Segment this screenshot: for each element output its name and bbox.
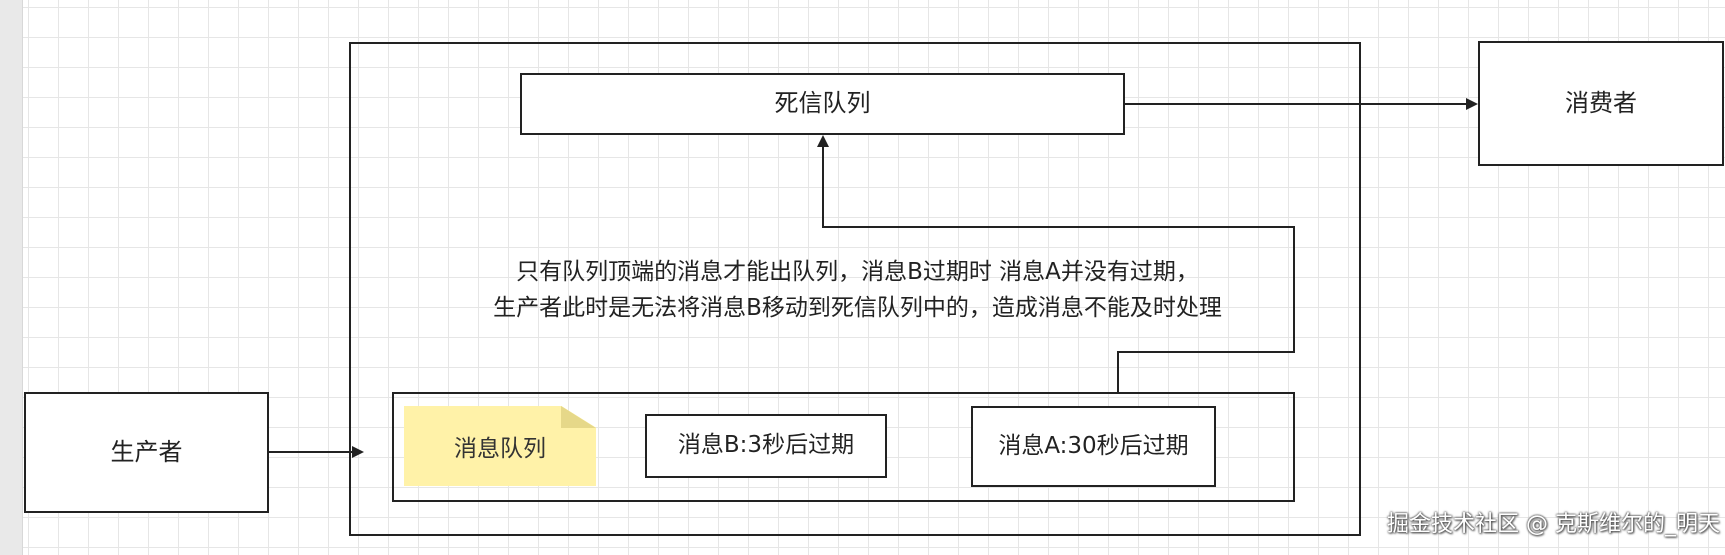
message-queue-box[interactable] — [392, 392, 1295, 502]
dead-letter-queue-node[interactable]: 死信队列 — [520, 73, 1125, 135]
consumer-node[interactable]: 消费者 — [1478, 41, 1724, 166]
explanation-text[interactable]: 只有队列顶端的消息才能出队列，消息B过期时 消息A并没有过期， 生产者此时是无法… — [420, 255, 1295, 326]
message-a-node[interactable]: 消息A:30秒后过期 — [971, 406, 1216, 487]
producer-node[interactable]: 生产者 — [24, 392, 269, 513]
explanation-line-1: 只有队列顶端的消息才能出队列，消息B过期时 消息A并没有过期， — [516, 259, 1199, 285]
system-container-box[interactable] — [349, 42, 1361, 536]
explanation-line-2: 生产者此时是无法将消息B移动到死信队列中的，造成消息不能及时处理 — [493, 294, 1222, 321]
edge-queue-to-dlq[interactable] — [817, 135, 1295, 392]
message-a-label: 消息A:30秒后过期 — [998, 432, 1189, 459]
producer-label: 生产者 — [110, 437, 183, 466]
message-b-label: 消息B:3秒后过期 — [677, 432, 855, 459]
watermark-text: 掘金技术社区 @ 克斯维尔的_明天 — [1387, 512, 1720, 537]
dead-letter-queue-label: 死信队列 — [774, 89, 871, 118]
message-queue-label: 消息队列 — [454, 436, 546, 462]
canvas-left-strip — [0, 0, 23, 555]
message-b-node[interactable]: 消息B:3秒后过期 — [645, 414, 887, 478]
consumer-label: 消费者 — [1565, 88, 1637, 117]
